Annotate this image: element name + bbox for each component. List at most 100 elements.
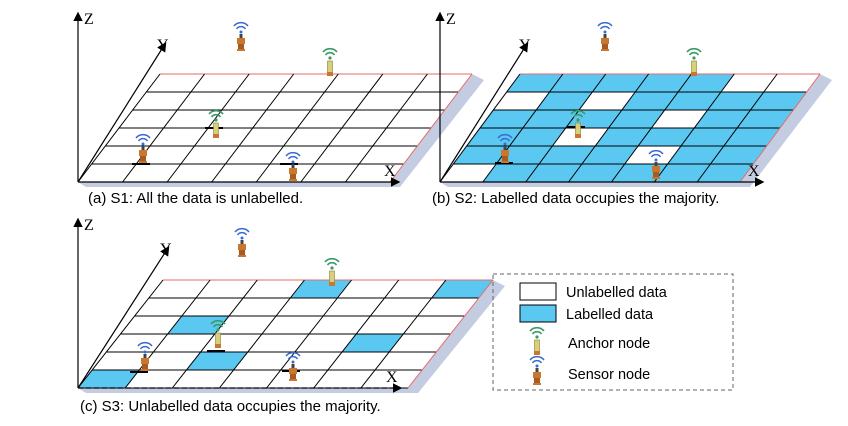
labelled-cell [621, 92, 679, 110]
labelled-cell [522, 110, 580, 128]
unlabelled-cell [341, 110, 401, 128]
labelled-cell [723, 128, 780, 146]
y-axis-label: Y [157, 37, 169, 54]
labelled-cell [737, 110, 794, 128]
unlabelled-cell [190, 74, 250, 92]
unlabelled-cell [313, 370, 376, 388]
labelled-cell [549, 74, 606, 92]
unlabelled-cell [297, 110, 356, 128]
grid-line [219, 279, 305, 389]
grid-line [360, 279, 447, 389]
grid-line [611, 73, 692, 183]
labelled-cell [342, 334, 404, 352]
z-axis-label: Z [446, 11, 456, 28]
z-axis-label: Z [84, 217, 94, 234]
unlabelled-cell [651, 110, 708, 128]
unlabelled-cell [247, 334, 310, 352]
grid-line [525, 73, 607, 183]
unlabelled-cell [328, 128, 387, 146]
legend-anchor-label: Anchor node [568, 336, 650, 352]
grid-line [300, 73, 384, 183]
legend: Unlabelled data Labelled data Anchor nod… [492, 273, 734, 391]
legend-sensor-label: Sensor node [568, 367, 650, 383]
unlabelled-cell [228, 298, 291, 316]
unlabelled-cell [181, 298, 244, 316]
unlabelled-cell [256, 164, 315, 182]
unlabelled-cell [372, 128, 431, 146]
unlabelled-cell [266, 370, 328, 388]
sensor-node-icon [597, 21, 613, 52]
unlabelled-cell [403, 316, 465, 334]
unlabelled-cell [149, 128, 209, 146]
anchor-node-icon [322, 47, 338, 77]
unlabelled-cell [148, 280, 211, 298]
sensor-node-icon [529, 355, 545, 386]
unlabelled-cell [119, 110, 178, 128]
unlabelled-cell [261, 316, 324, 334]
unlabelled-cell [132, 92, 191, 110]
unlabelled-cell [136, 146, 195, 164]
sensor-node-icon [234, 227, 250, 258]
unlabelled-cell [355, 92, 414, 110]
labelled-cell [750, 92, 807, 110]
grid-line [407, 279, 494, 389]
labelled-cell [506, 74, 563, 92]
caption-a: (a) S1: All the data is unlabelled. [88, 190, 303, 207]
labelled-cell [78, 370, 140, 388]
unlabelled-cell [413, 74, 472, 92]
panel-s3: ZYX [73, 217, 505, 393]
x-axis-label: X [386, 369, 398, 386]
unlabelled-cell [221, 92, 281, 110]
y-axis [77, 245, 170, 389]
unlabelled-cell [134, 298, 196, 316]
labelled-cell [509, 128, 566, 146]
unlabelled-cell [309, 316, 371, 334]
legend-unlabelled-label: Unlabelled data [566, 285, 668, 301]
unlabelled-cell [360, 370, 423, 388]
unlabelled-cell [177, 92, 236, 110]
unlabelled-cell [310, 92, 370, 110]
unlabelled-cell [300, 164, 360, 182]
z-axis-label: Z [84, 11, 94, 28]
labelled-cell [167, 316, 229, 334]
unlabelled-cell [369, 74, 428, 92]
y-axis-label: Y [519, 37, 531, 54]
labelled-cell [482, 164, 540, 182]
unlabelled-cell [417, 298, 479, 316]
grid-line [696, 73, 778, 183]
labelled-cell [710, 146, 767, 164]
grid-line [345, 73, 428, 183]
unlabelled-cell [276, 298, 338, 316]
labelled-cell [453, 146, 510, 164]
labelled-cell [290, 280, 352, 298]
unlabelled-cell [106, 334, 168, 352]
labelled-cell [638, 128, 695, 146]
unlabelled-cell [194, 128, 253, 146]
unlabelled-cell [163, 110, 222, 128]
grid-line [313, 279, 400, 389]
unlabelled-cell [78, 164, 137, 182]
grid-line [171, 279, 258, 389]
unlabelled-cell [219, 370, 281, 388]
labelled-cell [496, 146, 553, 164]
unlabelled-cell [386, 110, 445, 128]
unlabelled-cell [167, 164, 226, 182]
unlabelled-cell [323, 298, 385, 316]
x-axis-label: X [384, 163, 396, 180]
unlabelled-cell [345, 164, 404, 182]
labelled-cell [694, 110, 751, 128]
unlabelled-cell [239, 128, 298, 146]
grid-line [266, 279, 352, 389]
unlabelled-cell [720, 74, 778, 92]
unlabelled-cell [211, 164, 270, 182]
labelled-cell [608, 110, 665, 128]
labelled-cell [595, 128, 652, 146]
unlabelled-cell [280, 74, 339, 92]
x-axis-label: X [748, 163, 760, 180]
unlabelled-cell [92, 352, 154, 370]
unlabelled-cell [327, 352, 390, 370]
unlabelled-cell [579, 92, 636, 110]
unlabelled-cell [125, 370, 187, 388]
unlabelled-cell [233, 352, 295, 370]
